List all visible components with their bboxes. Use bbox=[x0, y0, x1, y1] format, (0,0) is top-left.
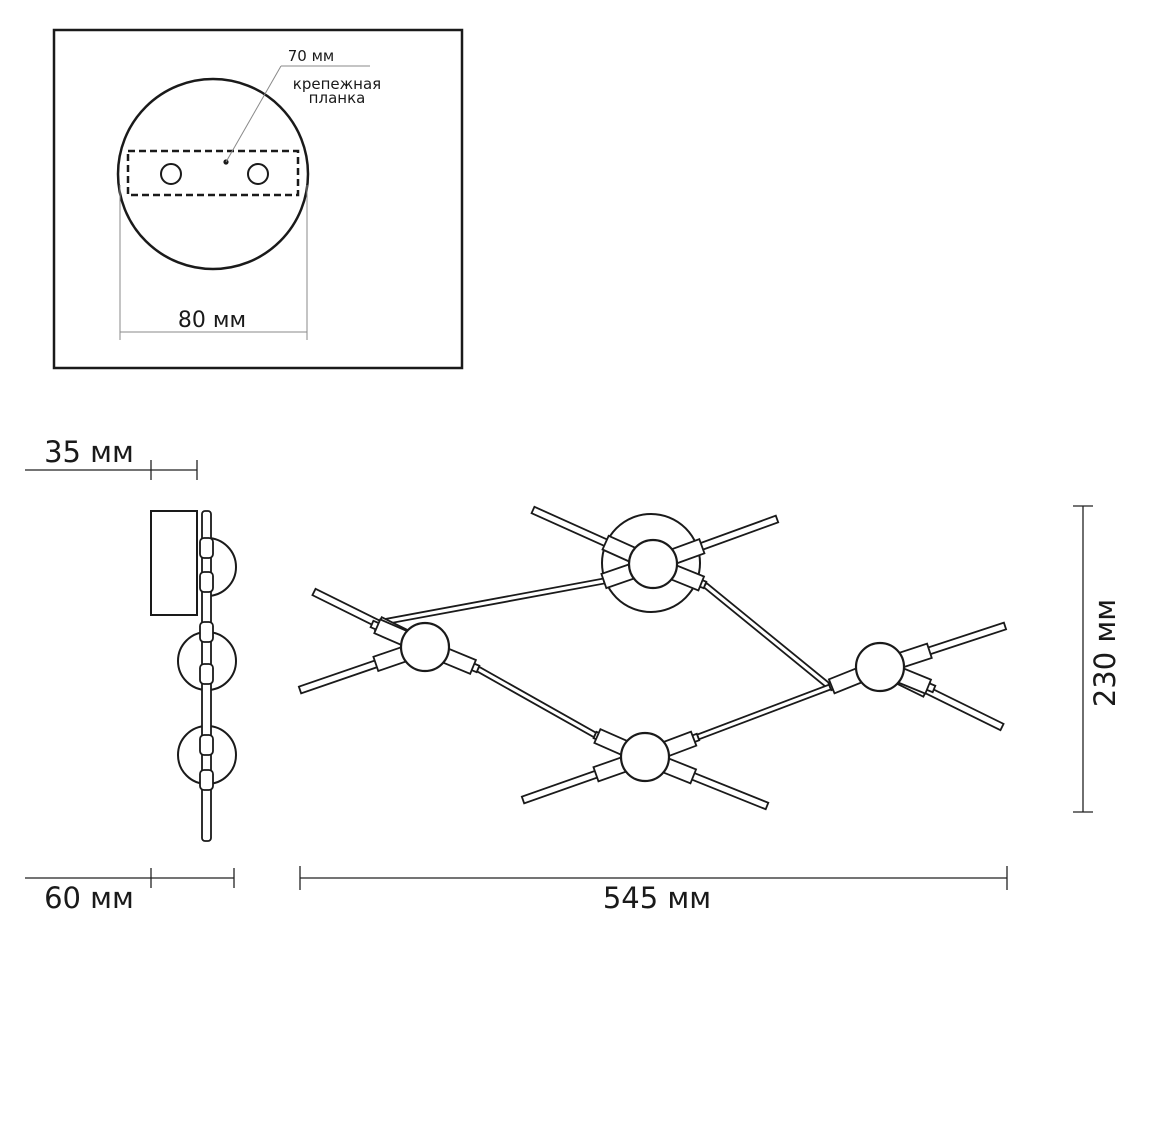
base-plate-circle bbox=[116, 77, 310, 271]
side-view: 35 мм 60 мм bbox=[25, 435, 237, 915]
height-dimension: 230 мм bbox=[1073, 505, 1122, 813]
connector-rod-1 bbox=[370, 577, 606, 628]
light-arms bbox=[297, 505, 1008, 811]
side-joint-4 bbox=[199, 663, 214, 685]
height-label: 230 мм bbox=[1088, 599, 1122, 707]
front-view bbox=[297, 505, 1008, 811]
bracket-width-label: 70 мм bbox=[288, 47, 335, 65]
side-joint-6 bbox=[199, 769, 214, 791]
side-shade-top bbox=[206, 537, 237, 597]
connector-rod-4 bbox=[695, 683, 833, 741]
side-joint-1 bbox=[199, 537, 214, 559]
side-joint-2 bbox=[199, 571, 214, 593]
base-diameter-label: 80 мм bbox=[178, 308, 246, 333]
screw-hole-right bbox=[247, 163, 269, 185]
side-joint-3 bbox=[199, 621, 214, 643]
hub-top bbox=[627, 538, 679, 590]
light-hubs bbox=[399, 538, 906, 783]
side-joint-5 bbox=[199, 734, 214, 756]
total-depth-label: 60 мм bbox=[44, 881, 134, 915]
mounting-bracket-outline bbox=[126, 149, 300, 197]
screw-hole-left bbox=[160, 163, 182, 185]
side-shade-bottom-right bbox=[206, 725, 237, 785]
bracket-name-line1: крепежная bbox=[293, 75, 381, 93]
bracket-name-line2: планка bbox=[309, 89, 366, 107]
width-label: 545 мм bbox=[603, 881, 711, 915]
side-wall-plate bbox=[150, 510, 198, 616]
hub-left bbox=[399, 621, 451, 673]
connector-rod-3 bbox=[702, 581, 833, 691]
detail-frame bbox=[52, 28, 464, 370]
side-shade-middle-right bbox=[206, 631, 237, 691]
hub-bottom bbox=[619, 731, 671, 783]
hub-right bbox=[854, 641, 906, 693]
connector-rod-2 bbox=[475, 665, 598, 739]
bracket-leader-line bbox=[225, 65, 282, 163]
plate-depth-label: 35 мм bbox=[44, 435, 134, 469]
width-dimension: 545 мм bbox=[299, 866, 1008, 915]
connector-rods bbox=[370, 577, 833, 741]
mounting-base-detail: 70 мм крепежная планка 80 мм bbox=[52, 28, 464, 370]
